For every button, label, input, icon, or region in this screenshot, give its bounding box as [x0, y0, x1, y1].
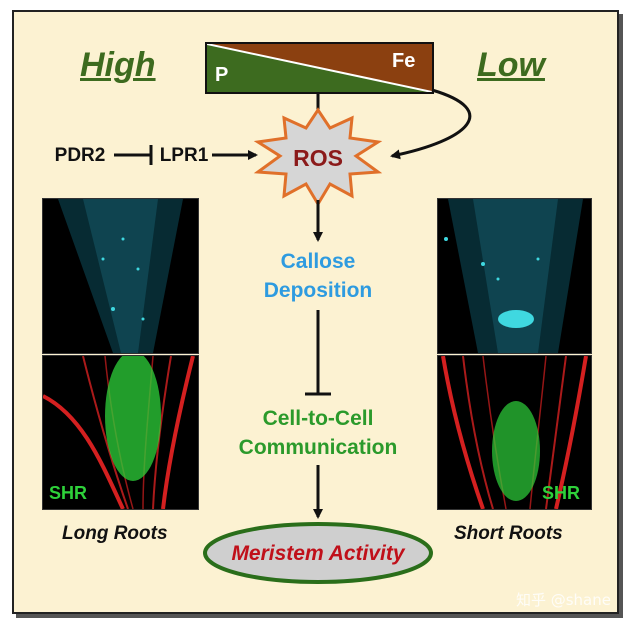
cell-to-cell-label-line1: Cell-to-Cell	[218, 404, 418, 433]
watermark: 知乎 @shane	[516, 589, 611, 610]
right-callose-stain	[438, 199, 591, 353]
right-root-caption: Short Roots	[454, 523, 563, 545]
pdr2-label: PDR2	[50, 141, 110, 170]
callose-label-line1: Callose	[238, 247, 398, 276]
meristem-activity-label: Meristem Activity	[205, 539, 431, 568]
left-root-caption: Long Roots	[62, 523, 168, 545]
lpr1-label: LPR1	[154, 141, 214, 170]
left-shr-image: SHR	[42, 355, 199, 510]
left-callose-stain	[43, 199, 198, 353]
ros-label: ROS	[283, 144, 353, 173]
left-shr-marker: SHR	[49, 483, 87, 504]
callose-label-line2: Deposition	[238, 276, 398, 305]
fe-to-ros-arrow	[392, 90, 470, 156]
left-callose-image	[42, 198, 199, 354]
right-shr-image: SHR	[437, 355, 592, 510]
cell-to-cell-label-line2: Communication	[208, 433, 428, 462]
right-shr-marker: SHR	[542, 483, 580, 504]
right-callose-image	[437, 198, 592, 354]
